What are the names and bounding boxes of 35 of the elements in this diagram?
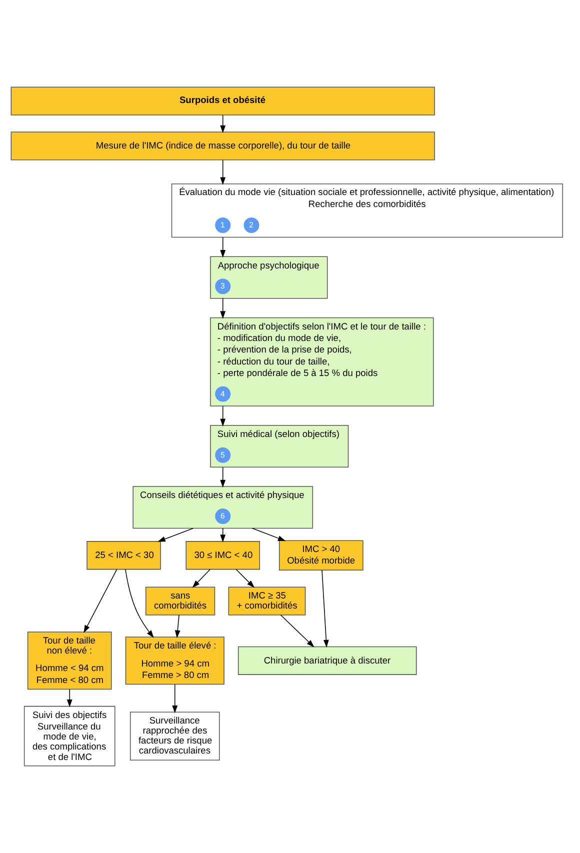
arrow: [125, 568, 154, 638]
node-circle: 5: [215, 447, 231, 463]
arrow: [280, 614, 314, 648]
node-box: Suivi des objectifs Surveillance du mode de vie, des complications et de l'IMC: [24, 706, 116, 766]
node-box: Tour de taille élevé : Homme > 94 cm Femme > 80 cm: [125, 636, 224, 685]
arrow: [236, 569, 255, 588]
arrow: [158, 528, 194, 542]
node-circle: 6: [215, 508, 231, 524]
node-box: 30 ≤ IMC < 40: [186, 541, 260, 570]
node-circle: 4: [215, 386, 231, 402]
node-circle: 3: [215, 278, 231, 294]
arrow: [192, 569, 210, 588]
arrow: [220, 466, 226, 488]
node-box: Chirurgie bariatrique à discuter: [238, 646, 417, 675]
node-circle: 2: [244, 218, 260, 233]
node-box: IMC ≥ 35 + comorbidités: [228, 586, 306, 616]
node-box: Mesure de l'IMC (indice de masse corporelle), du tour de taille: [10, 132, 435, 160]
node-box: 25 < IMC < 30: [86, 541, 161, 570]
arrow: [220, 406, 226, 427]
arrow: [174, 614, 180, 638]
arrow: [84, 569, 118, 633]
node-box: Surpoids et obésité: [10, 86, 435, 116]
arrow: [66, 688, 72, 708]
node-box: IMC > 40 Obésité morbide: [278, 540, 364, 570]
arrow: [252, 528, 286, 542]
arrow: [220, 298, 226, 319]
node-box: Surveillance rapprochée des facteurs de risque cardiovasculaires: [130, 712, 220, 760]
arrow: [322, 570, 329, 648]
node-circle: 1: [215, 218, 231, 233]
arrow: [220, 236, 226, 258]
node-box: sans comorbidités: [145, 586, 216, 616]
arrow: [220, 160, 226, 186]
node-box: Tour de taille non élevé : Homme < 94 cm Femme < 80 cm: [27, 632, 112, 690]
arrow: [220, 114, 226, 134]
arrow: [172, 684, 178, 714]
